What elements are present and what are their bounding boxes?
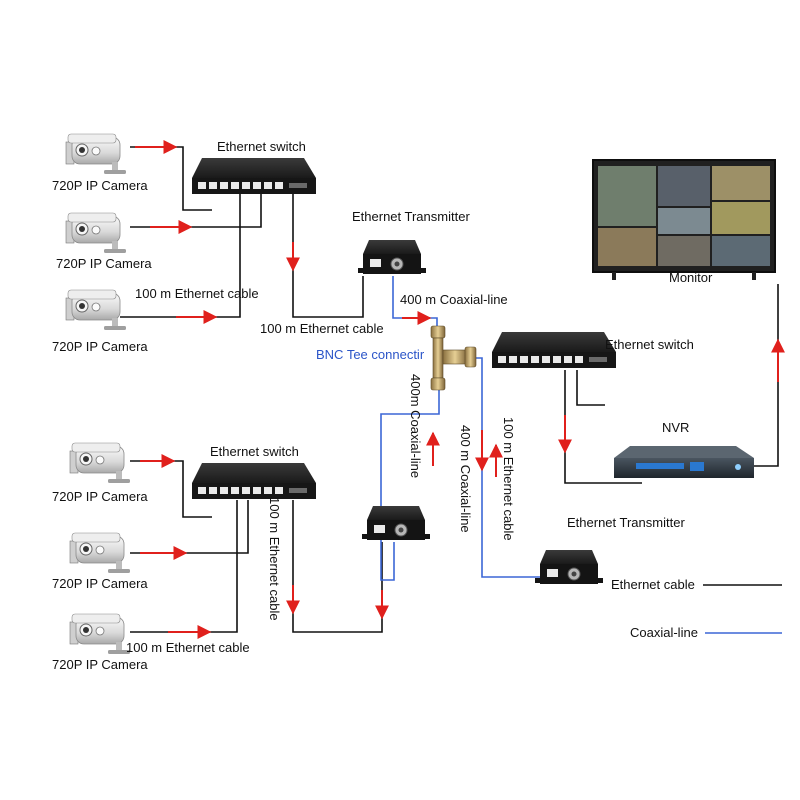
- camera-4-label: 720P IP Camera: [52, 489, 148, 504]
- camera-2: 720P IP Camera: [56, 212, 152, 271]
- camera-5-label: 720P IP Camera: [52, 576, 148, 591]
- bullet-camera-icon: [69, 442, 131, 484]
- ethernet-transmitter-icon: [357, 239, 427, 275]
- cable-label-400m-coax: 400 m Coaxial-line: [400, 292, 508, 307]
- ethernet-transmitter-icon: [361, 505, 431, 541]
- ethernet-transmitter-top: Ethernet Transmitter: [352, 209, 470, 275]
- ethernet-switch-top: Ethernet switch: [192, 139, 316, 194]
- ethernet-line: [564, 370, 642, 484]
- ethernet-switch-bottom-label: Ethernet switch: [210, 444, 299, 459]
- ethernet-transmitter-right: Ethernet Transmitter: [534, 515, 685, 585]
- bnc-tee-label: BNC Tee connectir: [316, 347, 425, 362]
- ethernet-line: [576, 370, 605, 406]
- legend: Ethernet cable Coaxial-line: [611, 577, 782, 640]
- nvr: NVR: [614, 420, 754, 478]
- monitor: Monitor: [592, 159, 776, 285]
- bnc-tee-connector: BNC Tee connectir: [316, 325, 477, 391]
- nvr-recorder-icon: [614, 446, 754, 478]
- bullet-camera-icon: [65, 212, 127, 254]
- bnc-tee-connector-icon: [430, 325, 477, 391]
- camera-6-label: 720P IP Camera: [52, 657, 148, 672]
- monitor-label: Monitor: [669, 270, 713, 285]
- bullet-camera-icon: [69, 613, 131, 655]
- ethernet-switch-bottom: Ethernet switch: [192, 444, 316, 499]
- ethernet-line: [120, 194, 241, 318]
- network-switch-icon: [192, 463, 316, 499]
- camera-4: 720P IP Camera: [52, 442, 148, 504]
- legend-ethernet-label: Ethernet cable: [611, 577, 695, 592]
- ethernet-transmitter-icon: [534, 549, 604, 585]
- ethernet-line: [753, 284, 779, 467]
- ethernet-switch-right: Ethernet switch: [492, 332, 694, 368]
- ethernet-line: [130, 500, 249, 554]
- camera-1-label: 720P IP Camera: [52, 178, 148, 193]
- camera-5: 720P IP Camera: [52, 532, 148, 591]
- cable-label-100m-ethernet: 100 m Ethernet cable: [126, 640, 250, 655]
- legend-coax: Coaxial-line: [630, 625, 782, 640]
- camera-6: 720P IP Camera: [52, 613, 148, 672]
- cable-label-400m-coax-vertical: 400m Coaxial-line: [408, 374, 423, 478]
- monitor-icon: [592, 159, 776, 280]
- ethernet-line: [130, 500, 238, 633]
- signal-arrows: [135, 140, 785, 639]
- nvr-label: NVR: [662, 420, 689, 435]
- legend-coax-label: Coaxial-line: [630, 625, 698, 640]
- bullet-camera-icon: [65, 133, 127, 175]
- cable-label-100m-ethernet: 100 m Ethernet cable: [260, 321, 384, 336]
- cable-label-100m-ethernet: 100 m Ethernet cable: [135, 286, 259, 301]
- ethernet-transmitter-right-label: Ethernet Transmitter: [567, 515, 685, 530]
- camera-3: 720P IP Camera: [52, 289, 148, 354]
- bullet-camera-icon: [69, 532, 131, 574]
- ethernet-transmitter-top-label: Ethernet Transmitter: [352, 209, 470, 224]
- camera-3-label: 720P IP Camera: [52, 339, 148, 354]
- ethernet-switch-top-label: Ethernet switch: [217, 139, 306, 154]
- ethernet-transmitter-bottom: [361, 505, 431, 541]
- camera-2-label: 720P IP Camera: [56, 256, 152, 271]
- ethernet-line: [292, 500, 383, 633]
- camera-1: 720P IP Camera: [52, 133, 148, 193]
- ethernet-lines: [120, 146, 779, 633]
- network-switch-icon: [492, 332, 616, 368]
- ethernet-switch-right-label: Ethernet switch: [605, 337, 694, 352]
- cable-label-100m-ethernet-vertical: 100 m Ethernet cable: [267, 497, 282, 621]
- bullet-camera-icon: [65, 289, 127, 331]
- legend-ethernet: Ethernet cable: [611, 577, 782, 592]
- cable-label-100m-ethernet-vertical: 100 m Ethernet cable: [501, 417, 516, 541]
- cable-label-400m-coax-vertical: 400 m Coaxial-line: [458, 425, 473, 533]
- coax-line: [380, 390, 440, 581]
- network-switch-icon: [192, 158, 316, 194]
